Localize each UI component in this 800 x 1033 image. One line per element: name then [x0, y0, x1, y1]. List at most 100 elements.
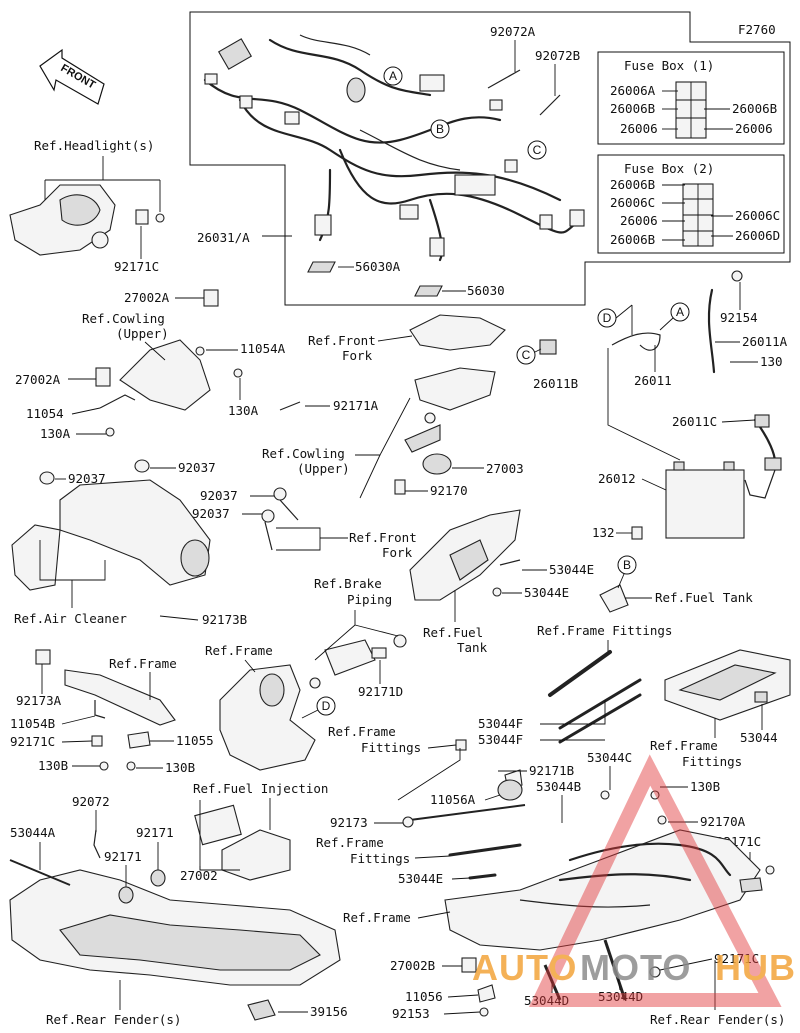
label-ref-cowling-1: Ref.Cowling — [82, 311, 165, 326]
label-ref-front-fork-2: Ref.Front — [349, 530, 417, 545]
fuse1-left-0: 26006A — [610, 83, 656, 98]
label-92171B: 92171B — [529, 763, 574, 778]
watermark-logo: AUTO MOTO HUB — [472, 754, 796, 1007]
label-ref-cowling-1b: (Upper) — [116, 326, 169, 341]
label-11055: 11055 — [176, 733, 214, 748]
label-92072B: 92072B — [535, 48, 580, 63]
label-56030A: 56030A — [355, 259, 401, 274]
label-ref-frame-fittings-4: Ref.Frame — [316, 835, 384, 850]
label-92037-c: 92037 — [200, 488, 238, 503]
watermark-part3: HUB — [715, 947, 796, 988]
label-26011: 26011 — [634, 373, 672, 388]
callout-b-fueltank-letter: B — [623, 558, 631, 572]
label-ref-headlight: Ref.Headlight(s) — [34, 138, 154, 153]
label-92072A: 92072A — [490, 24, 536, 39]
callout-b-letter: B — [436, 122, 444, 136]
label-11054A: 11054A — [240, 341, 286, 356]
label-ref-frame-fittings-1: Ref.Frame Fittings — [537, 623, 672, 638]
label-ref-frame-fittings-4b: Fittings — [350, 851, 410, 866]
callout-d-battery-letter: D — [603, 311, 612, 325]
label-ref-fuel-tank-1: Ref.Fuel — [423, 625, 483, 640]
label-27003: 27003 — [486, 461, 524, 476]
label-53044D-a: 53044D — [524, 993, 569, 1008]
label-92037-b: 92037 — [178, 460, 216, 475]
label-ref-rear-fender-2: Ref.Rear Fender(s) — [650, 1012, 785, 1027]
label-53044A: 53044A — [10, 825, 56, 840]
fuse-box-2-title: Fuse Box (2) — [624, 161, 714, 176]
label-56030: 56030 — [467, 283, 505, 298]
label-92171C-bottom: 92171C — [714, 951, 759, 966]
label-130B-mid: 130B — [165, 760, 195, 775]
label-92171D: 92171D — [358, 684, 403, 699]
main-harness — [203, 34, 585, 297]
fuse-box-1: Fuse Box (1) 26006A 26006B 26006 26006B … — [597, 51, 785, 145]
label-132: 132 — [592, 525, 615, 540]
label-26012: 26012 — [598, 471, 636, 486]
callout-a-letter: A — [389, 69, 397, 83]
label-26011A: 26011A — [742, 334, 788, 349]
label-27002A-upper: 27002A — [124, 290, 170, 305]
label-ref-brake-piping: Ref.Brake — [314, 576, 382, 591]
label-11056: 11056 — [405, 989, 443, 1004]
callout-a-harness — [383, 66, 403, 86]
label-53044D-b: 53044D — [598, 989, 643, 1004]
label-ref-front-fork-1: Ref.Front — [308, 333, 376, 348]
label-130B-right: 130B — [690, 779, 720, 794]
callout-c-harness — [527, 140, 547, 160]
fuse-box-2: Fuse Box (2) 26006B 26006C 26006 26006B … — [597, 154, 785, 254]
fuse1-right-1: 26006 — [735, 121, 773, 136]
label-92171-a: 92171 — [136, 825, 174, 840]
frame-fittings-strips — [548, 650, 642, 744]
label-26011B: 26011B — [533, 376, 578, 391]
label-27002: 27002 — [180, 868, 218, 883]
watermark-part2: MOTO — [580, 947, 691, 988]
rear-frame — [444, 790, 775, 1017]
callout-a-battery-letter: A — [676, 305, 684, 319]
harness-frame — [189, 11, 791, 306]
label-ref-air-cleaner: Ref.Air Cleaner — [14, 611, 127, 626]
label-ref-frame-fittings-2: Ref.Frame — [650, 738, 718, 753]
callout-c-battery — [516, 345, 536, 365]
label-92037-a: 92037 — [68, 471, 106, 486]
fuse2-right-0: 26006C — [735, 208, 780, 223]
fuse-box-1-title: Fuse Box (1) — [624, 58, 714, 73]
label-ref-rear-fender-1: Ref.Rear Fender(s) — [46, 1012, 181, 1027]
label-ref-frame-fittings-3b: Fittings — [361, 740, 421, 755]
air-cleaner — [11, 459, 299, 591]
label-ref-frame-1: Ref.Frame — [205, 643, 273, 658]
label-92170A: 92170A — [700, 814, 746, 829]
label-92154: 92154 — [720, 310, 758, 325]
frame-center — [219, 634, 407, 771]
label-ref-front-fork-1b: Fork — [342, 348, 373, 363]
fuse2-left-0: 26006B — [610, 177, 655, 192]
label-ref-frame-fittings-3: Ref.Frame — [328, 724, 396, 739]
label-27002B: 27002B — [390, 958, 435, 973]
headlight-assembly — [9, 184, 165, 256]
label-130A-right: 130A — [228, 403, 259, 418]
label-53044E-b: 53044E — [524, 585, 569, 600]
label-92171-b: 92171 — [104, 849, 142, 864]
label-26011C: 26011C — [672, 414, 717, 429]
fuse2-left-2: 26006 — [620, 213, 658, 228]
fuse2-left-3: 26006B — [610, 232, 655, 247]
label-ref-frame-2: Ref.Frame — [109, 656, 177, 671]
label-11054B: 11054B — [10, 716, 55, 731]
callout-c-letter: C — [533, 143, 542, 157]
label-11056A: 11056A — [430, 792, 476, 807]
fuel-tank-bracket — [409, 509, 643, 613]
label-11054: 11054 — [26, 406, 64, 421]
label-92170: 92170 — [430, 483, 468, 498]
figure-code: F2760 — [738, 22, 776, 37]
label-53044B: 53044B — [536, 779, 581, 794]
label-92171C-left: 92171C — [10, 734, 55, 749]
fuse1-left-1: 26006B — [610, 101, 655, 116]
front-arrow: FRONT — [39, 48, 105, 105]
label-ref-front-fork-2b: Fork — [382, 545, 413, 560]
label-ref-frame-3: Ref.Frame — [343, 910, 411, 925]
fuse1-left-2: 26006 — [620, 121, 658, 136]
fuse-case — [664, 649, 791, 721]
label-ref-fuel-tank-1b: Tank — [457, 640, 488, 655]
label-ref-fuel-tank-2: Ref.Fuel Tank — [655, 590, 753, 605]
label-53044E-a: 53044E — [549, 562, 594, 577]
